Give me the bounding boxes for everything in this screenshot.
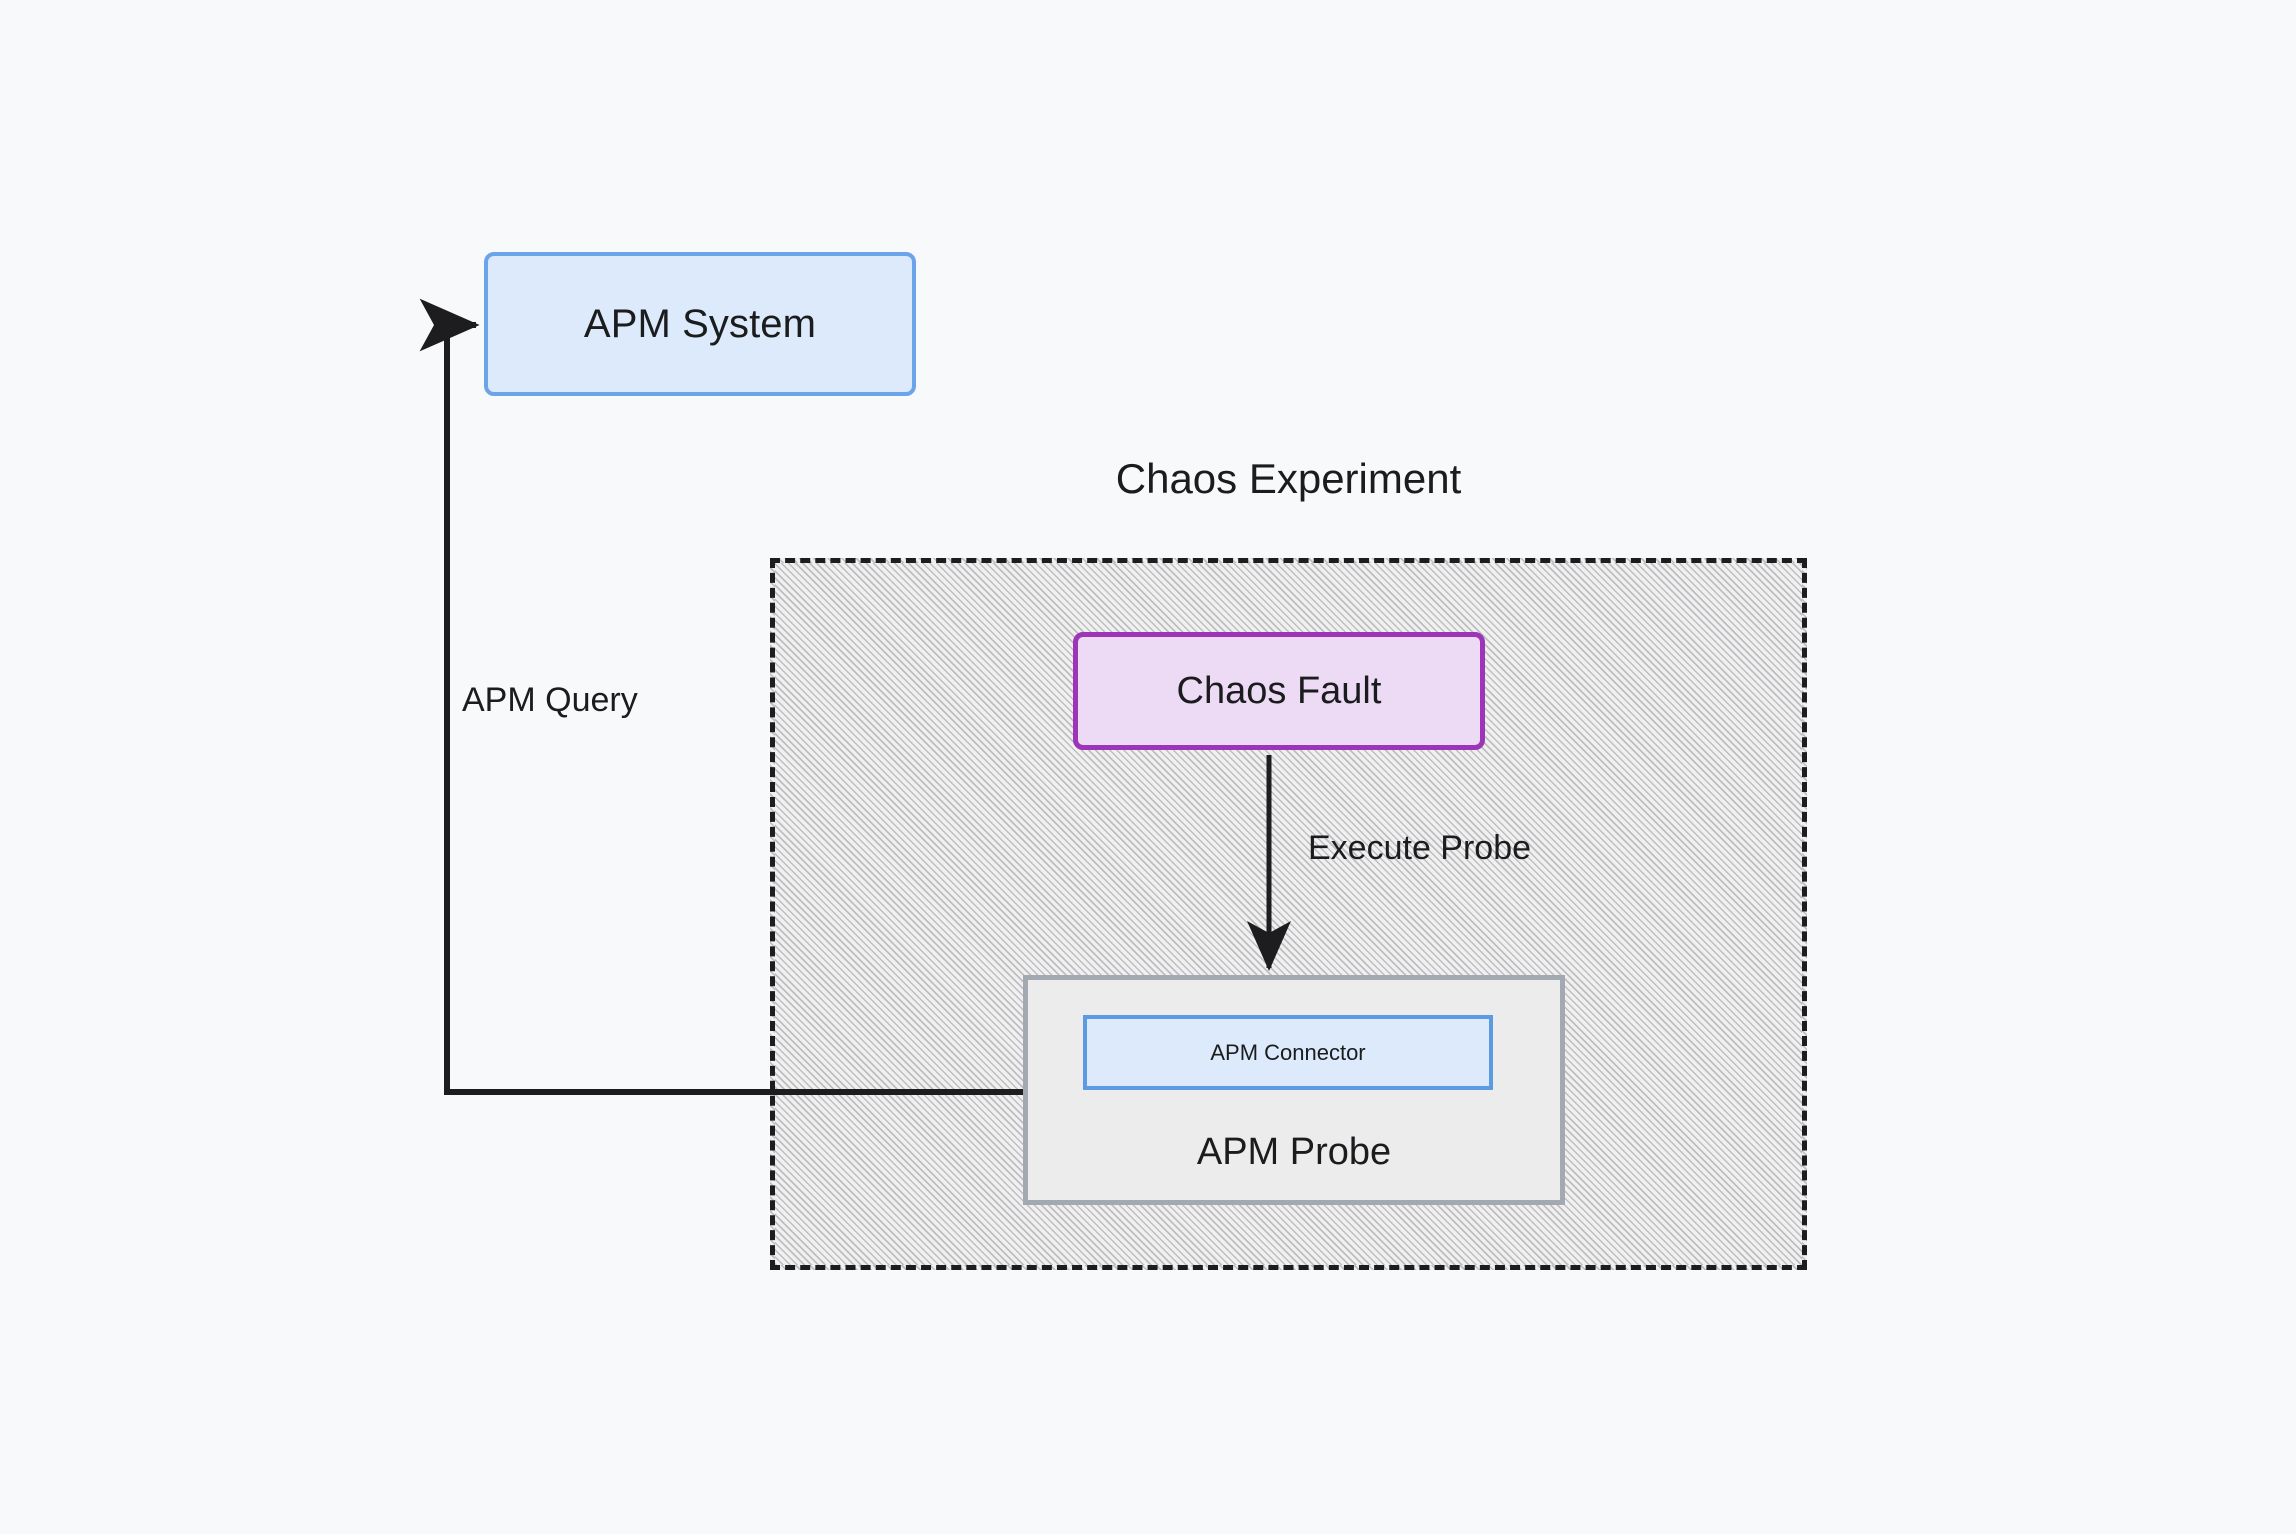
node-apm-connector-label: APM Connector <box>1210 1039 1366 1065</box>
node-apm-system[interactable]: APM System <box>484 252 916 396</box>
node-apm-connector[interactable]: APM Connector <box>1083 1015 1493 1090</box>
node-chaos-fault-label: Chaos Fault <box>1176 669 1382 712</box>
chaos-experiment-title: Chaos Experiment <box>1115 455 1462 502</box>
node-chaos-fault[interactable]: Chaos Fault <box>1073 632 1485 750</box>
node-apm-probe[interactable]: APM Connector APM Probe <box>1023 975 1565 1205</box>
edge-label-apm-query: APM Query <box>462 681 638 719</box>
edge-label-execute-probe: Execute Probe <box>1308 829 1532 867</box>
edge-apm-query[interactable] <box>419 298 1023 1095</box>
node-apm-probe-label: APM Probe <box>1196 1131 1392 1173</box>
node-apm-system-label: APM System <box>583 301 817 346</box>
